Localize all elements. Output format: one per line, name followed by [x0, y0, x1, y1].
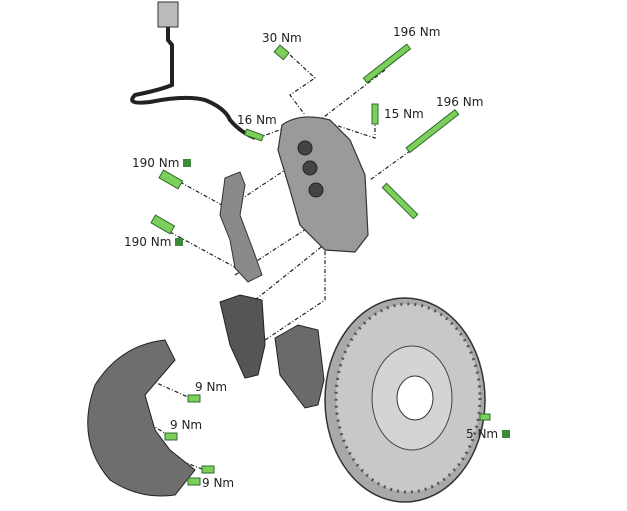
- brake-pad-inner: [219, 294, 266, 379]
- torque-label-bracket-upper-bolt: 190 Nm: [132, 156, 192, 170]
- torque-value: 5 Nm: [466, 427, 499, 441]
- torque-label-disc-screw: 5 Nm: [466, 427, 511, 441]
- caliper-pistons: [297, 140, 324, 198]
- torque-value: 196 Nm: [393, 25, 441, 39]
- torque-label-brake-hose-fitting: 16 Nm: [237, 113, 277, 127]
- torque-label-bleeder-valve: 15 Nm: [384, 107, 424, 121]
- square-marker-icon: [502, 430, 511, 438]
- torque-label-caliper-top-bolt: 30 Nm: [262, 31, 302, 45]
- square-marker-icon: [175, 238, 184, 246]
- torque-value: 9 Nm: [195, 380, 228, 394]
- torque-label-shield-bolt-3: 9 Nm: [202, 476, 234, 490]
- square-marker-icon: [183, 159, 192, 167]
- dust-shield: [87, 339, 196, 497]
- torque-value: 15 Nm: [384, 107, 424, 121]
- caliper: [277, 116, 369, 253]
- torque-value: 9 Nm: [170, 418, 203, 432]
- bolts: [150, 43, 491, 486]
- torque-label-caliper-lower-long-bolt: 196 Nm: [436, 95, 483, 109]
- brake-pad-outer: [274, 324, 325, 409]
- torque-value: 190 Nm: [132, 156, 180, 170]
- caliper-bracket: [219, 171, 263, 283]
- torque-label-caliper-upper-long-bolt: 196 Nm: [393, 25, 440, 39]
- torque-value: 196 Nm: [436, 95, 484, 109]
- brake-disc: [324, 297, 486, 503]
- torque-value: 190 Nm: [124, 235, 172, 249]
- torque-label-shield-bolt-1: 9 Nm: [195, 380, 227, 394]
- torque-value: 9 Nm: [202, 476, 235, 490]
- brake-hose: [130, 5, 256, 140]
- torque-value: 16 Nm: [237, 113, 277, 127]
- torque-label-bracket-lower-bolt: 190 Nm: [124, 235, 184, 249]
- torque-label-shield-bolt-2: 9 Nm: [170, 418, 202, 432]
- torque-value: 30 Nm: [262, 31, 302, 45]
- hose-connector: [157, 1, 179, 28]
